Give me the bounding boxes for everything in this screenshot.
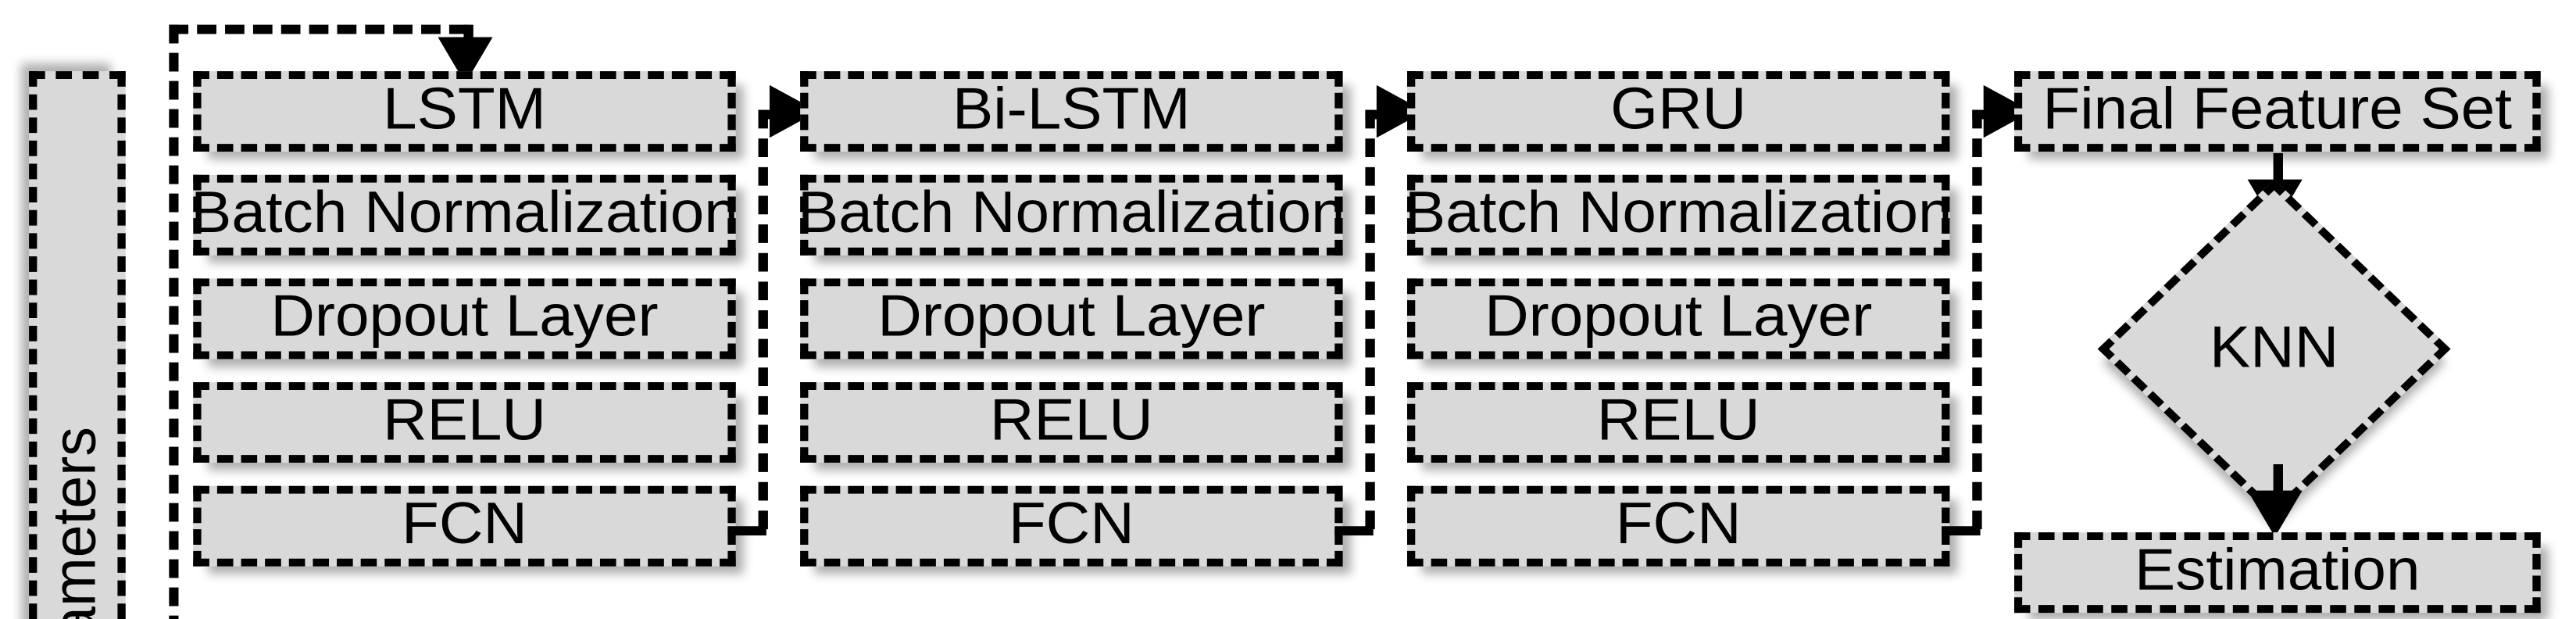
- node-gru[interactable]: GRU: [1406, 71, 1950, 152]
- connector-gru-to-final-vertical: [1972, 109, 1982, 530]
- node-gru-relu[interactable]: RELU: [1406, 382, 1950, 463]
- connector-bilstm-to-gru-rail: [1365, 109, 1385, 120]
- node-lstm-batch-normalization[interactable]: Batch Normalization: [191, 174, 738, 256]
- node-lstm-dropout-layer[interactable]: Dropout Layer: [193, 278, 736, 360]
- connector-lstm-to-bilstm-vertical: [758, 109, 768, 530]
- knn-label: KNN: [2209, 315, 2339, 381]
- node-lstm-relu[interactable]: RELU: [193, 382, 736, 463]
- connector-lstm-to-bilstm-rail: [758, 109, 778, 120]
- connector-gru-fcn-stub: [1942, 526, 1981, 536]
- connector-feed-vertical: [169, 24, 179, 619]
- node-bilstm-relu[interactable]: RELU: [800, 382, 1343, 463]
- node-gru-fcn[interactable]: FCN: [1406, 485, 1950, 567]
- connector-lstm-fcn-stub: [727, 526, 766, 536]
- connector-gru-to-final-rail: [1972, 109, 1992, 120]
- arrowhead-into-estimation: [2247, 490, 2303, 538]
- node-final-feature-set[interactable]: Final Feature Set: [2013, 71, 2541, 152]
- node-bilstm-batch-normalization[interactable]: Batch Normalization: [798, 174, 1345, 256]
- node-coil-parameters[interactable]: Coil parameters: [29, 71, 126, 619]
- connector-bilstm-fcn-stub: [1334, 526, 1374, 536]
- node-bilstm-fcn[interactable]: FCN: [800, 485, 1343, 567]
- node-gru-batch-normalization[interactable]: Batch Normalization: [1405, 174, 1953, 256]
- node-lstm-fcn[interactable]: FCN: [193, 485, 736, 567]
- node-bilstm-dropout-layer[interactable]: Dropout Layer: [800, 278, 1343, 360]
- node-gru-dropout-layer[interactable]: Dropout Layer: [1406, 278, 1950, 360]
- connector-bilstm-to-gru-vertical: [1365, 109, 1375, 530]
- node-lstm[interactable]: LSTM: [193, 71, 736, 152]
- node-bilstm[interactable]: Bi-LSTM: [800, 71, 1343, 152]
- node-estimation[interactable]: Estimation: [2013, 532, 2541, 614]
- connector-feed-top-rail: [169, 24, 469, 34]
- node-knn[interactable]: KNN: [2097, 179, 2451, 519]
